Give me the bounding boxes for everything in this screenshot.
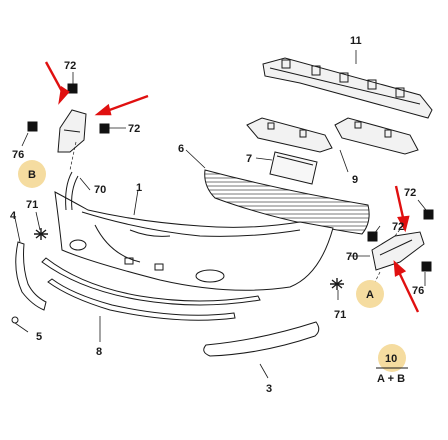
label-70-left: 70 [94, 184, 106, 196]
label-7: 7 [246, 153, 252, 165]
part-11-upper-beam [262, 57, 433, 119]
label-b: B [28, 169, 36, 181]
label-a: A [366, 289, 374, 301]
red-arrows [44, 61, 420, 313]
part-70-left-cover [65, 171, 79, 211]
arrow-1-head [58, 85, 70, 105]
part-6-grille [204, 169, 370, 235]
label-6: 6 [178, 143, 184, 155]
arrow-4-head [393, 260, 407, 277]
label-72-top-right: 72 [404, 187, 416, 199]
label-72-mid-right: 72 [392, 221, 404, 233]
label-72-top-left: 72 [64, 60, 76, 72]
fastener-71-right [330, 278, 344, 290]
part-9-bracket-left [246, 117, 333, 153]
arrow-3-head [397, 215, 410, 233]
label-70-right: 70 [346, 251, 358, 263]
label-8: 8 [96, 346, 102, 358]
label-11: 11 [350, 35, 362, 47]
label-76-right: 76 [412, 285, 424, 297]
fastener-72-c [367, 231, 378, 242]
part-3-lip-spoiler [203, 321, 320, 357]
arrow-4 [396, 269, 420, 313]
fastener-72-d [423, 209, 434, 220]
label-71-left: 71 [26, 199, 38, 211]
label-72-mid-left: 72 [128, 123, 140, 135]
arrow-2 [103, 94, 149, 114]
arrow-3 [394, 185, 406, 223]
leader-lines [14, 50, 427, 379]
part-1-bumper-cover [54, 191, 334, 291]
arrow-2-head [94, 103, 112, 116]
label-76-left: 76 [12, 149, 24, 161]
part-7-plate [269, 151, 318, 185]
label-10: 10 [385, 353, 397, 365]
fastener-72-a [67, 83, 78, 94]
part-9-bracket-right [334, 117, 419, 155]
fastener-76-b [421, 261, 432, 272]
badge-10 [378, 344, 406, 372]
label-1: 1 [136, 182, 142, 194]
part-4-side-strip [15, 241, 47, 311]
label-10-sub: A + B [377, 373, 405, 385]
label-3: 3 [266, 383, 272, 395]
fasteners [27, 83, 434, 272]
label-5: 5 [36, 331, 42, 343]
bracket-left-b [57, 109, 87, 153]
badge-a [356, 280, 384, 308]
part-5-clip [11, 316, 19, 324]
fastener-76-a [27, 121, 38, 132]
part-8-lower-strips [41, 257, 261, 321]
label-9: 9 [352, 174, 358, 186]
fastener-72-b [99, 123, 110, 134]
badge-b [18, 160, 46, 188]
label-71-right: 71 [334, 309, 346, 321]
label-4: 4 [10, 210, 17, 222]
fastener-71-left [34, 228, 48, 240]
